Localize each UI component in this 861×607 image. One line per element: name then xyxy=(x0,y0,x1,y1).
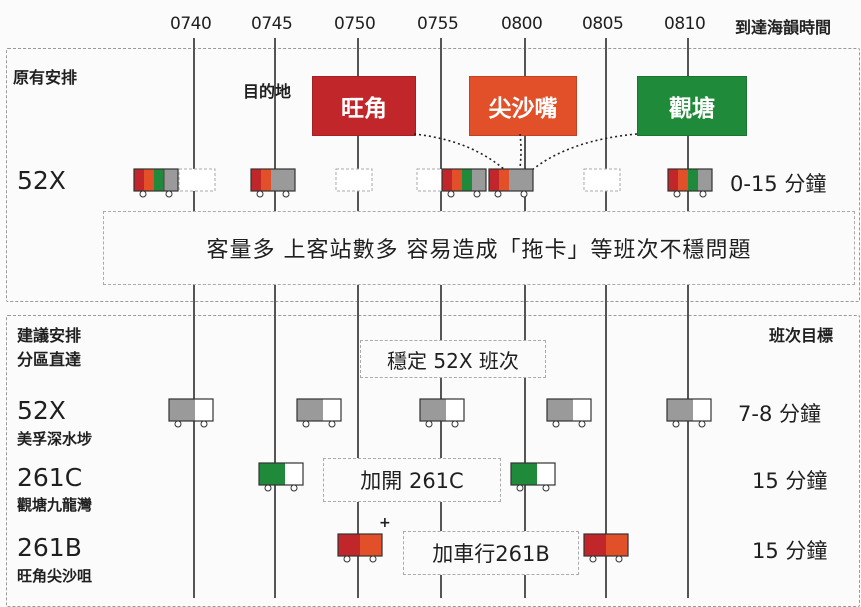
time-label-0740: 0740 xyxy=(170,14,212,34)
bus-icon xyxy=(441,168,489,198)
plus-mark: + xyxy=(379,515,391,531)
bus-icon xyxy=(168,398,216,428)
route-261b-code: 261B xyxy=(17,533,82,562)
bus-icon xyxy=(296,398,344,428)
time-label-0750: 0750 xyxy=(334,14,376,34)
time-label-0745: 0745 xyxy=(251,14,293,34)
time-label-0810: 0810 xyxy=(664,14,706,34)
current-arrangement-panel xyxy=(6,48,860,302)
bus-icon xyxy=(546,398,594,428)
bus-icon xyxy=(258,462,306,492)
proposed-title-line2: 分區直達 xyxy=(17,350,82,369)
problem-text: 客量多 上客站數多 容易造成「拖卡」等班次不穩問題 xyxy=(206,238,752,263)
route-261b-area: 旺角尖沙咀 xyxy=(17,567,93,585)
timeline-0745 xyxy=(274,38,276,598)
proposed-title-line1: 建議安排 xyxy=(17,326,82,345)
bus-icon xyxy=(510,462,558,492)
current-frequency: 0-15 分鐘 xyxy=(730,172,827,196)
time-label-0755: 0755 xyxy=(417,14,459,34)
empty-bus-icon xyxy=(335,168,383,198)
add-261c-note: 加開 261C xyxy=(323,458,501,502)
empty-bus-icon xyxy=(583,168,631,198)
bus-icon xyxy=(337,533,385,563)
target-frequency-label: 班次目標 xyxy=(769,326,834,345)
bus-icon xyxy=(488,168,536,198)
route-52x-frequency: 7-8 分鐘 xyxy=(738,402,821,426)
timeline-0755 xyxy=(440,38,442,598)
bus-icon xyxy=(667,168,715,198)
bus-icon xyxy=(583,533,631,563)
route-261c-code: 261C xyxy=(17,463,83,492)
timeline-0810 xyxy=(687,38,689,598)
add-261b-note: 加車行261B xyxy=(403,531,579,575)
route-261c-frequency: 15 分鐘 xyxy=(752,469,828,493)
route-52x-code: 52X xyxy=(17,396,66,425)
timeline-0805 xyxy=(605,38,607,598)
add-261b-text: 加車行261B xyxy=(432,542,550,566)
route-261c-area: 觀塘九龍灣 xyxy=(17,496,93,514)
timeline-0740 xyxy=(193,38,195,598)
time-label-0800: 0800 xyxy=(501,14,543,34)
timeline-0750 xyxy=(357,38,359,598)
time-label-0805: 0805 xyxy=(582,14,624,34)
stabilize-text: 穩定 52X 班次 xyxy=(387,348,519,373)
destination-label: 目的地 xyxy=(243,82,292,101)
destination-mongkok: 旺角 xyxy=(312,76,416,136)
current-route-code: 52X xyxy=(17,166,66,195)
bus-icon xyxy=(666,398,714,428)
bus-icon xyxy=(250,168,298,198)
current-arrangement-title: 原有安排 xyxy=(13,68,78,87)
destination-kwuntong: 觀塘 xyxy=(637,76,747,136)
add-261c-text: 加開 261C xyxy=(360,469,464,493)
bus-icon xyxy=(419,398,467,428)
arrival-time-label: 到達海韻時間 xyxy=(735,18,832,37)
destination-tsimshatsui: 尖沙嘴 xyxy=(469,76,577,136)
problem-note: 客量多 上客站數多 容易造成「拖卡」等班次不穩問題 xyxy=(103,211,855,285)
stabilize-note: 穩定 52X 班次 xyxy=(360,340,546,378)
timeline-0800 xyxy=(524,38,526,598)
route-52x-area: 美孚深水埗 xyxy=(17,430,93,448)
destination-connectors xyxy=(413,133,638,171)
route-261b-frequency: 15 分鐘 xyxy=(752,539,828,563)
bus-icon xyxy=(133,168,181,198)
empty-bus-icon xyxy=(178,168,226,198)
